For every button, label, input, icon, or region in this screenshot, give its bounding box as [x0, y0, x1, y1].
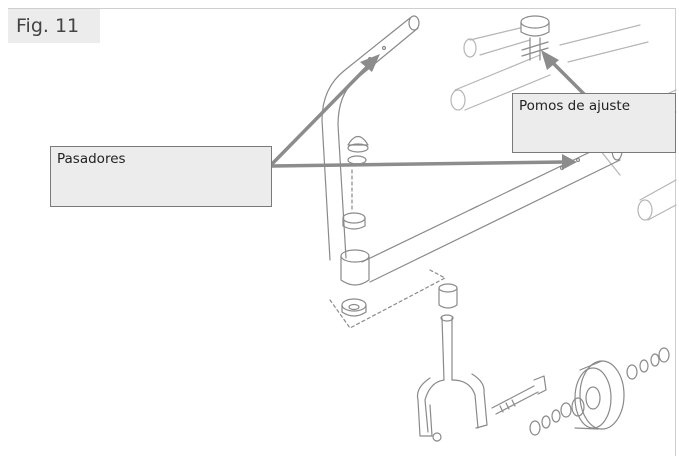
assembly-guides	[329, 169, 446, 329]
arrowhead-upper	[360, 54, 380, 72]
bent-tube	[321, 15, 420, 261]
caster-fork	[416, 283, 488, 442]
figure-frame	[8, 8, 676, 456]
frame-tubes-background	[450, 24, 677, 221]
arrowhead-pomos	[541, 50, 559, 70]
callout-pomos-de-ajuste: Pomos de ajuste	[512, 93, 676, 153]
caster-housing	[340, 249, 370, 286]
wheel-washers-right	[626, 347, 670, 380]
pasadores-arrow-lower	[270, 160, 567, 168]
callout-arrows	[270, 50, 587, 170]
wheel-washers-left	[529, 397, 585, 436]
axle-bolt	[491, 375, 547, 415]
adjustment-knob	[520, 15, 550, 61]
arrowhead-lower	[562, 154, 577, 170]
callout-pasadores-text: Pasadores	[57, 151, 126, 167]
pomos-arrow	[546, 56, 587, 97]
callout-pomos-text: Pomos de ajuste	[519, 98, 631, 114]
pasadores-arrow-upper	[270, 58, 376, 166]
bushing-stack	[341, 135, 369, 317]
callout-pasadores: Pasadores	[50, 146, 272, 207]
caster-wheel	[574, 360, 625, 430]
figure-label: Fig. 11	[8, 9, 100, 43]
